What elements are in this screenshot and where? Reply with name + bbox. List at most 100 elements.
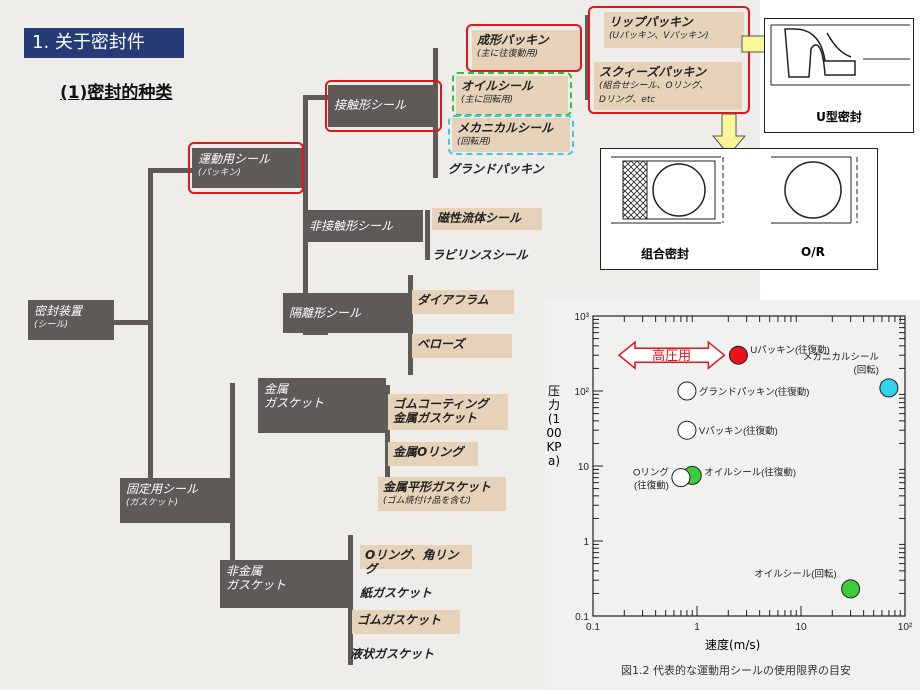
y-tick-label: 10³ [575,312,590,323]
node-oil-seal-sub: (主に回転用) [461,95,514,105]
node-metal-flat-gasket-label: 金属平形ガスケット [383,480,492,494]
node-molded-packing-label: 成形パッキン [477,33,549,47]
molded-trunk [585,15,590,100]
combo-or-drawing [611,156,858,224]
highlight-dynamic-seal [188,142,304,194]
data-point-label: メカニカルシール [803,352,880,363]
data-point-label: (回転) [854,365,879,376]
data-point-label: Vパッキン(往復動) [699,425,778,437]
node-metal-oring: 金属Oリング [388,442,478,466]
x-tick-label: 10 [795,622,807,633]
y-tick-label: 0.1 [575,612,589,623]
noncontact-trunk [425,210,430,260]
highlight-mechanical-seal [448,115,574,155]
u-seal-caption: U型密封 [816,110,862,124]
data-point-label: グランドパッキン(往復動) [699,386,810,398]
combo-seal-caption: 组合密封 [641,247,690,261]
chart-svg: 0.1 1 10 10² 0.1 1 10 10² 10³ 高圧用 Uパッキン(往復動) グランドパッ… [575,312,913,633]
node-dynamic-seal: 運動用シール (パッキン) [192,148,302,188]
u-seal-drawing [770,24,910,86]
isolation-trunk [408,275,413,375]
highlight-contact-seal [325,80,442,132]
node-contact-seal: 接触形シール [328,85,436,127]
data-point [671,468,691,488]
highlight-oil-seal [452,72,572,116]
node-lip-packing: リップパッキン (Uパッキン、Vパッキン) [604,12,744,48]
node-lip-packing-sub: (Uパッキン、Vパッキン) [609,31,709,41]
data-point [728,345,748,365]
data-point-label: Uパッキン(往復動) [750,344,829,356]
data-point [677,381,697,401]
root-trunk [148,168,153,523]
y-tick-label: 10² [575,387,590,398]
node-mechanical-seal-label: メカニカルシール [457,121,554,135]
dynamic-link [148,168,193,173]
node-oil-seal-label: オイルシール [461,79,534,93]
pressure-speed-chart: 0.1 1 10 10² 0.1 1 10 10² 10³ 高圧用 Uパッキン(往復動) グランドパッ… [545,300,920,690]
arrow-down-icon [712,113,747,156]
subtitle: (1)密封的种类 [60,83,173,103]
node-metal-flat-gasket: 金属平形ガスケット (ゴム焼付け品を含む) [378,477,506,511]
node-metal-flat-gasket-sub: (ゴム焼付け品を含む) [383,496,472,506]
data-point-label: オイルシール(回転) [754,569,836,580]
node-molded-packing: 成形パッキン (主に往復動用) [472,30,580,70]
node-static-seal-sub: (ガスケット) [126,498,179,508]
node-liquid-gasket: 液状ガスケット [350,647,435,661]
data-point-label: Oリング [633,467,669,479]
static-trunk [230,383,235,588]
data-point-label: (往復動) [634,480,669,492]
chart-ylabel: 压力(100KPa) [546,384,562,468]
node-seal-device-label: 密封装置 [34,304,83,318]
y-tick-label: 10 [578,462,590,473]
node-noncontact-seal: 非接触形シール [303,210,423,242]
nonmetal-trunk [348,535,353,665]
chart-xlabel: 速度(m/s) [705,638,761,652]
node-paper-gasket: 紙ガスケット [360,586,433,600]
chart-caption: 図1.2 代表的な運動用シールの使用限界の目安 [621,664,851,677]
node-seal-device-sub: (シール) [34,320,69,330]
node-labyrinth-seal: ラビリンスシール [432,248,528,262]
high-pressure-label: 高圧用 [652,348,691,363]
combo-seal-panel: 组合密封 O/R [600,148,878,270]
node-rubber-coated-gasket: ゴムコーティング 金属ガスケット [388,394,508,430]
x-tick-label: 10² [898,622,913,633]
node-oil-seal: オイルシール (主に回転用) [456,76,568,114]
node-seal-device: 密封装置 (シール) [28,300,114,340]
data-point [677,420,697,440]
node-diaphragm: ダイアフラム [412,290,514,314]
node-molded-packing-sub: (主に往復動用) [477,49,539,59]
x-tick-label: 1 [694,622,700,633]
node-squeeze-packing-sub: (組合せシール、Oリング、 Dリング、etc [599,81,708,105]
node-squeeze-packing: スクィーズパッキン (組合せシール、Oリング、 Dリング、etc [594,62,742,110]
node-bellows: ベローズ [412,334,512,358]
highlight-molded-packing [466,24,582,72]
section-title: 1. 关于密封件 [24,28,184,58]
data-point-label: オイルシール(往復動) [704,466,796,478]
highlight-lip-squeeze [588,6,750,114]
metal-trunk [385,385,390,505]
node-static-seal: 固定用シール (ガスケット) [120,478,230,523]
node-gland-packing: グランドパッキン [448,162,544,176]
root-link [112,320,152,325]
high-pressure-arrow-icon [617,340,726,370]
contact-link [303,95,328,100]
or-seal-caption: O/R [801,245,825,259]
node-dynamic-seal-label: 運動用シール [198,152,271,166]
node-isolation-seal: 隔離形シール [283,293,408,333]
node-squeeze-packing-label: スクィーズパッキン [599,65,707,79]
u-seal-panel: U型密封 [764,18,914,133]
node-oring-square: Oリング、角リング [360,545,472,576]
node-lip-packing-label: リップパッキン [609,15,693,29]
node-magnetic-fluid-seal: 磁性流体シール [432,208,542,230]
node-mechanical-seal: メカニカルシール (回転用) [452,118,570,152]
x-tick-label: 0.1 [586,622,600,633]
data-point [841,579,861,599]
y-tick-label: 1 [583,537,589,548]
node-dynamic-seal-sub: (パッキン) [198,168,241,178]
node-mechanical-seal-sub: (回転用) [457,137,492,147]
node-static-seal-label: 固定用シール [126,482,199,496]
node-metal-gasket: 金属 ガスケット [258,378,386,433]
data-point [879,378,899,398]
node-rubber-gasket: ゴムガスケット [352,610,460,634]
node-nonmetal-gasket: 非金属 ガスケット [220,560,348,608]
